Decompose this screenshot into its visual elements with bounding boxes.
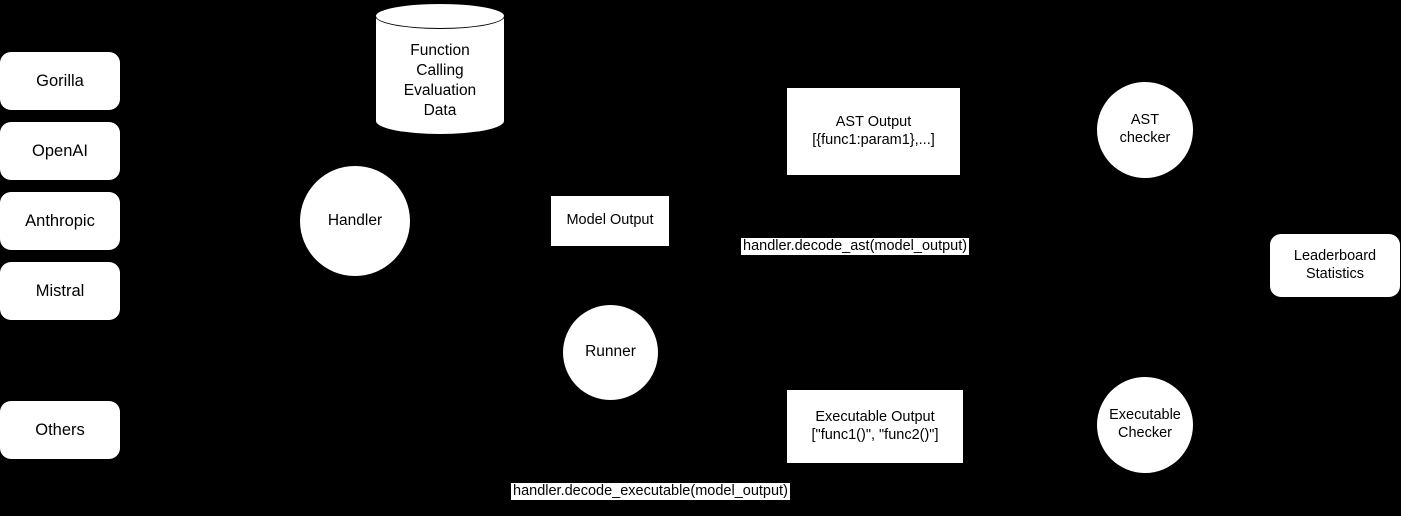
node-model-output-label: Model Output	[566, 212, 654, 229]
edge-label-decode-executable: handler.decode_executable(model_output)	[511, 483, 790, 501]
node-executable-output[interactable]: Executable Output ["func1()", "func2()"]	[787, 390, 963, 463]
edge-label-decode-executable-text: handler.decode_executable(model_output)	[513, 483, 788, 499]
edge-label-decode-ast-text: handler.decode_ast(model_output)	[743, 238, 968, 254]
node-gorilla[interactable]: Gorilla	[0, 52, 120, 110]
leaderboard-line-1: Leaderboard	[1293, 247, 1377, 264]
leaderboard-line-2: Statistics	[1305, 265, 1364, 282]
node-executable-checker[interactable]: Executable Checker	[1097, 377, 1193, 473]
node-openai[interactable]: OpenAI	[0, 122, 120, 180]
ast-checker-line-1: AST	[1130, 112, 1160, 129]
node-runner[interactable]: Runner	[563, 305, 658, 400]
node-openai-label: OpenAI	[32, 141, 88, 160]
ast-checker-line-2: checker	[1119, 130, 1171, 146]
ast-output-title: AST Output	[835, 113, 912, 130]
edge-label-decode-ast: handler.decode_ast(model_output)	[741, 238, 970, 256]
ast-output-value: [{func1:param1},...]	[812, 131, 935, 148]
datastore-line-2: Calling	[416, 62, 464, 80]
node-others-label: Others	[35, 420, 85, 439]
datastore-line-1: Function	[410, 42, 470, 60]
node-mistral[interactable]: Mistral	[0, 262, 120, 320]
cylinder-text: Function Calling Evaluation Data	[375, 27, 505, 135]
node-handler[interactable]: Handler	[300, 166, 410, 276]
executable-checker-line-2: Checker	[1118, 425, 1172, 441]
node-mistral-label: Mistral	[35, 281, 85, 300]
executable-output-title: Executable Output	[815, 408, 935, 425]
node-ast-checker[interactable]: AST checker	[1097, 82, 1193, 178]
node-gorilla-label: Gorilla	[36, 71, 84, 90]
cylinder-top-ellipse-icon	[375, 3, 505, 29]
node-others[interactable]: Others	[0, 401, 120, 459]
node-model-output[interactable]: Model Output	[551, 196, 669, 246]
cylinder-body	[375, 15, 505, 135]
executable-checker-line-1: Executable	[1109, 407, 1181, 424]
node-anthropic-label: Anthropic	[25, 211, 95, 230]
node-ast-output[interactable]: AST Output [{func1:param1},...]	[787, 88, 960, 175]
node-runner-label: Runner	[585, 343, 636, 361]
node-leaderboard-statistics[interactable]: Leaderboard Statistics	[1270, 234, 1400, 297]
node-anthropic[interactable]: Anthropic	[0, 192, 120, 250]
datastore-line-3: Evaluation	[403, 82, 477, 99]
datastore-line-4: Data	[423, 101, 457, 119]
node-handler-label: Handler	[327, 211, 383, 229]
executable-output-value: ["func1()", "func2()"]	[811, 426, 939, 443]
node-function-calling-evaluation-data[interactable]: Function Calling Evaluation Data	[375, 3, 505, 135]
